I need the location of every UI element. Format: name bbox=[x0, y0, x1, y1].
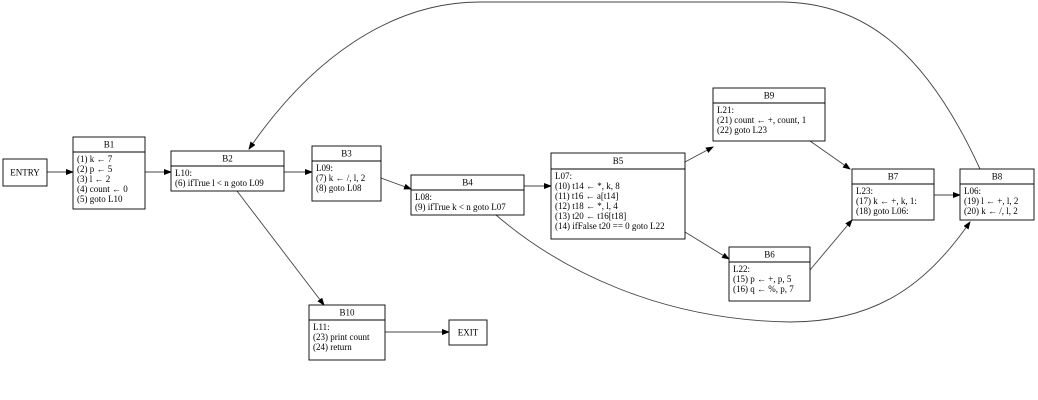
node-instruction: (8) goto L08 bbox=[316, 183, 362, 193]
node-header: EXIT bbox=[458, 328, 479, 338]
edge-b6-to-b7 bbox=[809, 219, 853, 271]
node-box bbox=[728, 246, 811, 302]
node-instruction: L06: bbox=[964, 186, 981, 196]
node-instruction: (16) q ← %, p, 7 bbox=[733, 284, 794, 294]
node-instruction: (24) return bbox=[313, 342, 352, 352]
node-instruction: (5) goto L10 bbox=[77, 194, 123, 204]
node-instruction: (12) t18 ← *, l, 4 bbox=[555, 201, 618, 211]
edge-b8-to-b2 bbox=[248, 1, 981, 170]
node-instruction: L11: bbox=[313, 322, 330, 332]
edge-b5-to-b6 bbox=[684, 231, 730, 260]
node-instruction: (2) p ← 5 bbox=[77, 164, 113, 174]
node-instruction: (14) ifFalse t20 == 0 goto L22 bbox=[555, 221, 665, 231]
node-instruction: (13) t20 ← t16[t18] bbox=[555, 211, 626, 221]
node-box bbox=[851, 168, 935, 221]
node-box bbox=[712, 87, 826, 142]
node-instruction: (21) count ← +, count, 1 bbox=[717, 115, 806, 125]
node-instruction: L23: bbox=[856, 186, 873, 196]
node-box bbox=[311, 145, 382, 202]
node-header: B4 bbox=[462, 178, 473, 188]
node-instruction: (22) goto L23 bbox=[717, 125, 767, 135]
node-instruction: (18) goto L06: bbox=[856, 206, 909, 216]
node-instruction: L08: bbox=[415, 192, 432, 202]
node-instruction: L22: bbox=[733, 264, 750, 274]
edge-b2-to-b10 bbox=[236, 190, 325, 306]
node-box bbox=[959, 168, 1035, 221]
node-header: B9 bbox=[764, 91, 775, 101]
node-instruction: L09: bbox=[316, 163, 333, 173]
node-b1: B1 (1) k ← 7(2) p ← 5(3) l ← 2(4) count ←… bbox=[72, 136, 146, 210]
node-instruction: (17) k ← +, k, 1: bbox=[856, 196, 917, 206]
node-box bbox=[550, 152, 686, 240]
node-entry: ENTRY bbox=[2, 158, 48, 187]
node-instruction: (15) p ← +, p, 5 bbox=[733, 274, 792, 284]
edge-b5-to-b9 bbox=[684, 146, 714, 163]
node-header: B8 bbox=[992, 172, 1003, 182]
node-instruction: L21: bbox=[717, 105, 734, 115]
node-instruction: (6) ifTrue l < n goto L09 bbox=[175, 178, 264, 188]
node-instruction: (20) k ← /, l, 2 bbox=[964, 206, 1018, 216]
node-box bbox=[72, 136, 146, 210]
node-header: B2 bbox=[222, 154, 233, 164]
node-box bbox=[170, 150, 285, 192]
node-instruction: (7) k ← /, l, 2 bbox=[316, 173, 365, 183]
node-box bbox=[2, 158, 48, 187]
edge-b3-to-b4 bbox=[380, 177, 412, 190]
node-box bbox=[410, 174, 525, 216]
node-exit: EXIT bbox=[448, 319, 488, 346]
node-instruction: (3) l ← 2 bbox=[77, 174, 110, 184]
node-instruction: (4) count ← 0 bbox=[77, 184, 128, 194]
node-header: ENTRY bbox=[10, 168, 40, 178]
node-box bbox=[308, 304, 386, 361]
node-header: B1 bbox=[104, 140, 115, 150]
node-header: B5 bbox=[613, 156, 624, 166]
edge-b4-to-b8 bbox=[495, 214, 971, 323]
node-instruction: L10: bbox=[175, 168, 192, 178]
node-header: B3 bbox=[341, 149, 352, 159]
node-instruction: (19) l ← +, l, 2 bbox=[964, 196, 1018, 206]
node-instruction: (9) ifTrue k < n goto L07 bbox=[415, 202, 506, 212]
node-header: B6 bbox=[764, 250, 775, 260]
node-instruction: (11) t16 ← a[t14] bbox=[555, 191, 618, 201]
node-instruction: (1) k ← 7 bbox=[77, 154, 113, 164]
node-box bbox=[448, 319, 488, 346]
node-header: B7 bbox=[888, 172, 899, 182]
node-header: B10 bbox=[339, 308, 355, 318]
node-instruction: (10) t14 ← *, k, 8 bbox=[555, 181, 620, 191]
node-instruction: (23) print count bbox=[313, 332, 370, 342]
node-instruction: L07: bbox=[555, 171, 572, 181]
edge-b9-to-b7 bbox=[809, 140, 851, 170]
